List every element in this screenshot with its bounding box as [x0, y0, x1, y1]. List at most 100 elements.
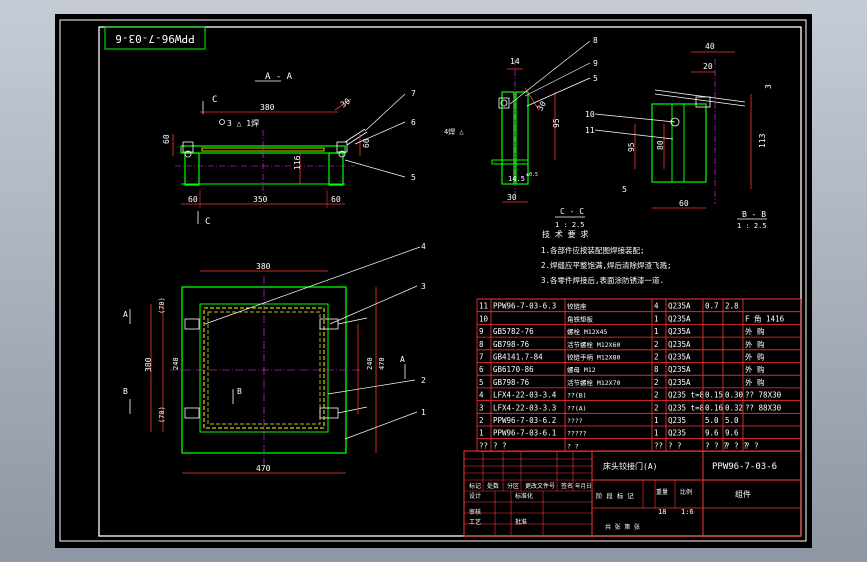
balloon-4: 4 — [421, 242, 426, 251]
bom-cell-w2: 9.6 — [725, 429, 739, 438]
dim-cc-14: 14 — [510, 57, 520, 66]
bom-cell-qty: ?? — [654, 441, 663, 450]
section-cc-view: 14 30 95 14.5 ±0.5 30 4焊 △ 8 9 5 C - C 1… — [444, 36, 598, 229]
bom-cell-mat: Q235A — [668, 302, 691, 311]
balloon-10: 10 — [585, 110, 595, 119]
balloon-5b: 5 — [593, 74, 598, 83]
bom-cell-code: GB6170-86 — [493, 365, 534, 374]
bom-cell-note: 外 购 — [745, 352, 765, 362]
cut-a-left: A — [123, 310, 128, 319]
bom-cell-mat: Q235A — [668, 365, 691, 374]
dim-bb-20: 20 — [703, 62, 713, 71]
dim-bb-60: 60 — [679, 199, 689, 208]
bom-cell-no: ?? — [479, 441, 488, 450]
bom-cell-code: GB798-76 — [493, 340, 530, 349]
bom-cell-code: GB5782-76 — [493, 327, 534, 336]
bom-cell-qty: 2 — [654, 403, 659, 412]
dim-aa-60-left: 60 — [162, 134, 171, 144]
bom-cell-w2: 5.0 — [725, 416, 739, 425]
tb-label-mark: 标记 — [469, 482, 481, 490]
dim-plan-470-v: 470 — [378, 357, 386, 370]
bom-cell-no: 1 — [479, 429, 484, 438]
notes-line3: 3.各零件焊接后,表面涂防锈漆一道. — [541, 275, 664, 285]
section-bb-scale: 1 : 2.5 — [737, 222, 767, 230]
bom-cell-mat: Q235A — [668, 378, 691, 387]
dim-aa-bottom-60a: 60 — [188, 195, 198, 204]
stage-mark-label: 阶 段 标 记 — [596, 491, 634, 500]
notes-heading: 技 术 要 求 — [542, 229, 588, 239]
balloon-1: 1 — [421, 408, 426, 417]
bom-cell-name: 螺母 M12 — [567, 365, 596, 374]
bom-cell-w2: ? ? ? — [725, 441, 748, 450]
dim-cc-14-5: 14.5 — [508, 175, 525, 183]
tb-label-review: 审核 — [469, 508, 481, 516]
bom-cell-no: 8 — [479, 340, 484, 349]
section-bb-view: 40 20 113 3 95 80 5 60 10 11 B - B 1 : 2… — [585, 42, 773, 230]
bom-cell-name: 活节螺栓 M12X60 — [567, 340, 620, 349]
dim-cc-30b: 30 — [507, 193, 517, 202]
tb-label-signature: 签名 — [561, 482, 573, 490]
notes-line2: 2.焊缝应平整饱满,焊后清除焊渣飞溅; — [541, 260, 672, 270]
bom-cell-note: 外 购 — [745, 377, 765, 387]
dim-bb-5: 5 — [622, 185, 627, 194]
scale-label: 比例 — [680, 488, 692, 496]
drawing-number: PPW96-7-03-6 — [712, 462, 777, 472]
dim-plan-70-top: (70) — [158, 297, 166, 314]
technical-notes: 技 术 要 求 1.各部件应按装配图焊接装配; 2.焊缝应平整饱满,焊后清除焊渣… — [541, 229, 672, 285]
dim-bb-95: 95 — [627, 142, 636, 152]
bom-cell-code: PPW96-7-03-6.1 — [493, 429, 556, 438]
bom-cell-code: ? ? — [493, 441, 507, 450]
drawing-weight: 18 — [658, 508, 666, 516]
dim-aa-60-right: 60 — [362, 138, 371, 148]
bom-cell-mat: Q235A — [668, 340, 691, 349]
bom-cell-w1: 5.0 — [705, 416, 719, 425]
tb-label-zone: 分区 — [507, 482, 519, 490]
bom-cell-name: 铰链手柄 M12X80 — [567, 353, 620, 362]
bom-cell-name: ????? — [567, 430, 587, 438]
bom-cell-qty: 1 — [654, 416, 659, 425]
bom-cell-mat: Q235 — [668, 416, 686, 425]
bom-cell-note: ?? 88X30 — [745, 403, 782, 412]
bom-cell-mat: Q235A — [668, 353, 691, 362]
sheet-count: 共 张 第 张 — [605, 523, 640, 531]
weld-mark-aa: 3 △ 1焊 — [227, 118, 259, 128]
bom-cell-no: 2 — [479, 416, 484, 425]
dim-bb-113: 113 — [758, 133, 767, 148]
bom-cell-qty: 8 — [654, 365, 659, 374]
cut-a-right: A — [400, 355, 405, 364]
section-aa-label: A - A — [265, 72, 293, 82]
drawing-sheet: PPW96-7-03-6 A - A C C 380 30 3 △ 1焊 — [55, 14, 812, 548]
bom-cell-no: 9 — [479, 327, 484, 336]
tb-label-count: 处数 — [487, 482, 499, 490]
bom-cell-code: LFX4-22-03-3.4 — [493, 391, 557, 400]
section-cc-scale: 1 : 2.5 — [555, 221, 585, 229]
bom-cell-qty: 2 — [654, 340, 659, 349]
bom-cell-name: ???? — [567, 417, 583, 425]
dim-aa-380: 380 — [260, 103, 275, 112]
bom-cell-w1: 0.16 — [705, 403, 724, 412]
bom-cell-mat: Q235 t=8 — [668, 391, 705, 400]
tb-label-change-doc: 更改文件号 — [525, 482, 555, 490]
bom-cell-mat: Q235 t=8 — [668, 403, 705, 412]
weight-label: 重量 — [656, 488, 668, 496]
bom-cell-no: 5 — [479, 378, 484, 387]
bom-cell-no: 10 — [479, 314, 489, 323]
tb-label-process: 工艺 — [469, 518, 481, 526]
bom-cell-note: F 角 1416 — [745, 313, 785, 323]
dim-plan-380-v: 380 — [144, 357, 153, 372]
bom-cell-qty: 2 — [654, 353, 659, 362]
cut-b-left: B — [123, 387, 128, 396]
balloon-7: 7 — [411, 89, 416, 98]
cut-b-mid: B — [237, 387, 242, 396]
bom-cell-note: ?? 78X30 — [745, 391, 782, 400]
dim-plan-70-bot: (70) — [158, 406, 166, 423]
dim-cc-30: 30 — [535, 99, 548, 112]
tb-label-approve: 批准 — [515, 518, 527, 526]
dim-cc-95: 95 — [552, 118, 561, 128]
rotated-code-box: PPW96-7-03-6 — [104, 26, 206, 50]
bom-cell-name: 活节螺栓 M12X70 — [567, 378, 620, 387]
title-block-grid — [464, 451, 676, 536]
bom-cell-w2: 2.8 — [725, 302, 739, 311]
notes-line1: 1.各部件应按装配图焊接装配; — [541, 245, 645, 255]
